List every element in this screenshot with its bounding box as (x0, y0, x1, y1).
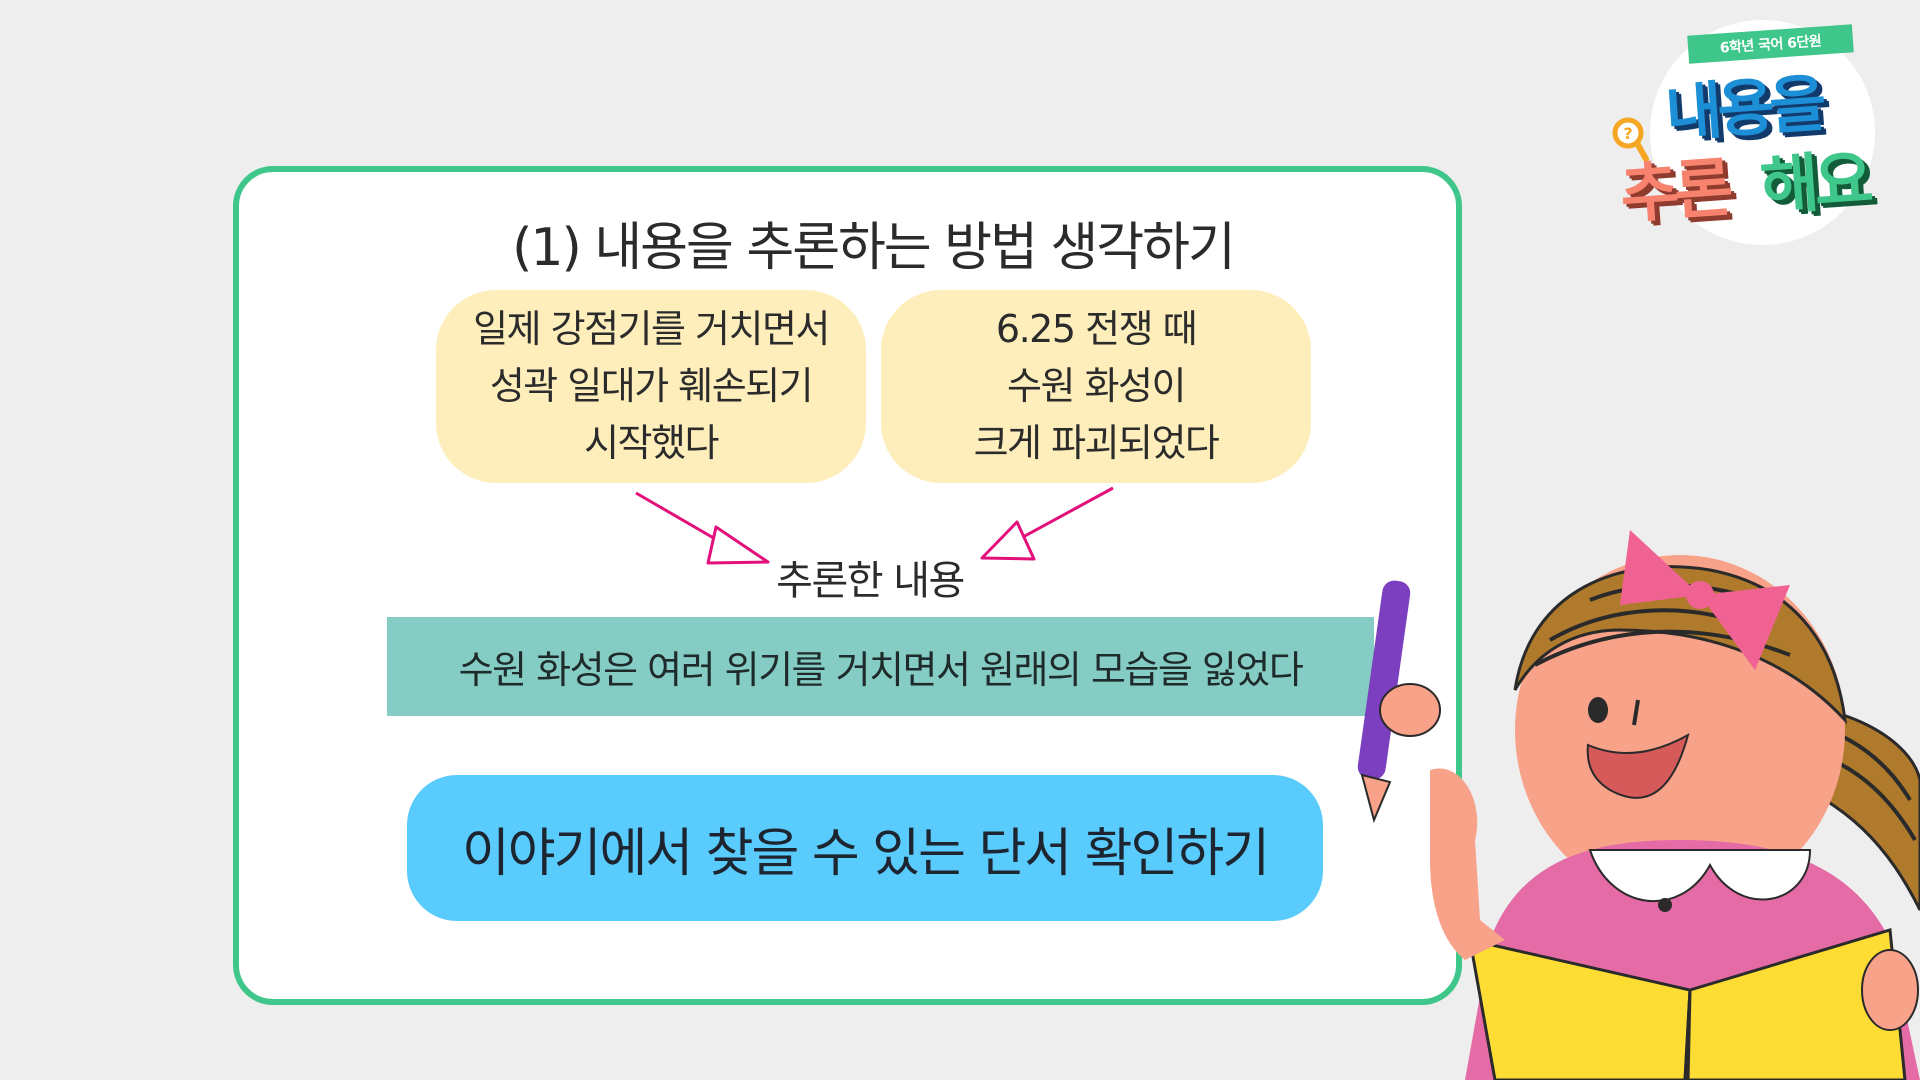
magnifier-icon: ? (1612, 117, 1649, 162)
clue-bubble-2: 6.25 전쟁 때 수원 화성이 크게 파괴되었다 (881, 290, 1311, 483)
inferred-content-label: 추론한 내용 (776, 558, 965, 604)
clue-text-1: 일제 강점기를 거치면서 성곽 일대가 훼손되기 시작했다 (473, 307, 830, 465)
clue-bubble-1: 일제 강점기를 거치면서 성곽 일대가 훼손되기 시작했다 (436, 290, 866, 483)
method-pill: 이야기에서 찾을 수 있는 단서 확인하기 (407, 775, 1323, 921)
inferred-result-text: 수원 화성은 여러 위기를 거치면서 원래의 모습을 잃었다 (458, 648, 1304, 692)
arrow-right (980, 486, 1114, 561)
girl-reading-illustration (1357, 530, 1920, 1080)
clue-text-2: 6.25 전쟁 때 수원 화성이 크게 파괴되었다 (973, 307, 1220, 465)
page-title: (1) 내용을 추론하는 방법 생각하기 (512, 218, 1236, 278)
svg-text:?: ? (1623, 124, 1632, 143)
inferred-result: 수원 화성은 여러 위기를 거치면서 원래의 모습을 잃었다 (387, 617, 1374, 716)
arrow-left (635, 491, 770, 565)
method-text: 이야기에서 찾을 수 있는 단서 확인하기 (461, 823, 1270, 884)
lesson-badge: ? 6학년 국어 6단원 내용을 추론 해요 (1610, 20, 1910, 260)
